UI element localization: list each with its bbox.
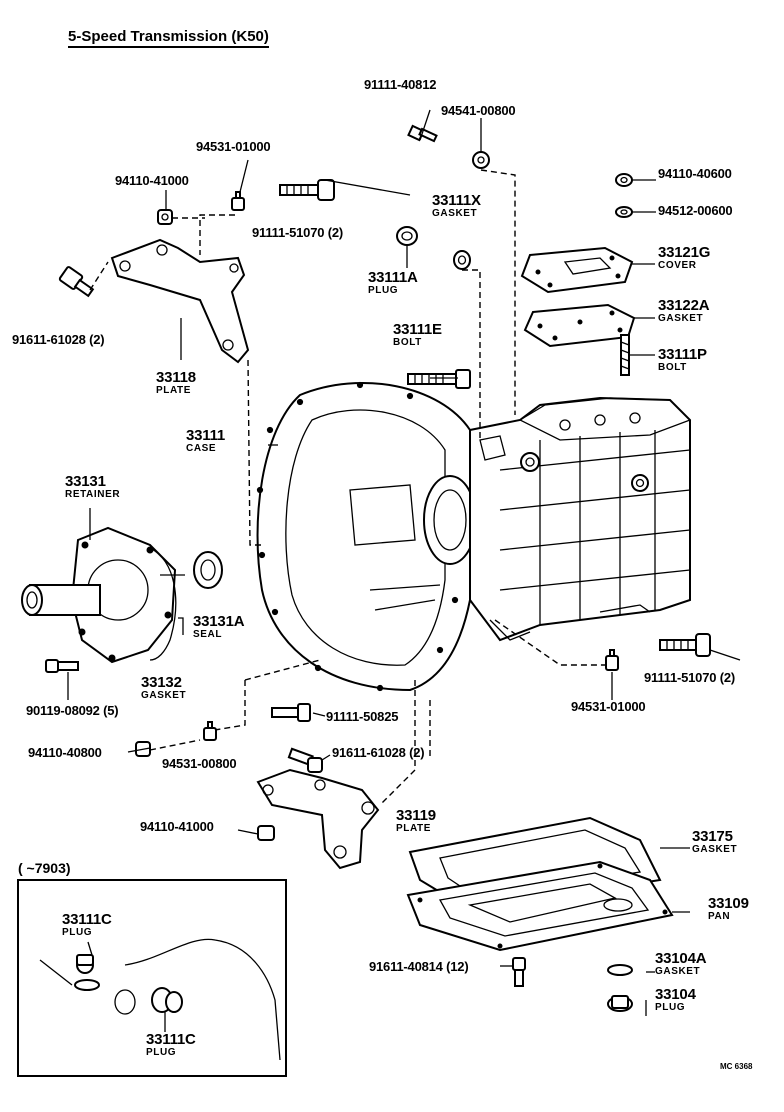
bolt-91611-40814-drawing [512,957,526,987]
part-label-91111-40812: 91111-40812 [364,77,437,92]
nut-94110-40600-drawing [615,173,633,187]
cover-33121g-drawing [520,246,634,294]
part-label-94110-41000-lower: 94110-41000 [140,819,214,834]
part-label-94110-41000-upper: 94110-41000 [115,173,189,188]
plate-33119-drawing [256,768,380,870]
plug-33111a-drawing [396,226,418,246]
seal-33131a-drawing [193,551,223,589]
pan-33109-drawing [406,860,674,952]
part-label-94531-01000-upper: 94531-01000 [196,139,271,154]
bolt-91611-61028-lower-drawing [287,747,323,773]
illustration-code: MC 6368 [720,1062,753,1071]
gasket-33122a-drawing [523,303,636,348]
gasket-33104a-drawing [607,964,633,976]
diagram-title: 5-Speed Transmission (K50) [68,28,269,48]
inset-box-drawing [17,879,287,1077]
part-label-94541-00800: 94541-00800 [441,103,516,118]
nut-94110-41000-upper-drawing [157,209,173,225]
part-label-94110-40600: 94110-40600 [658,166,732,181]
bolt-91111-51070-upper-drawing [279,179,335,201]
part-label-94110-40800: 94110-40800 [28,745,102,760]
nut-94110-41000-lower-drawing [257,825,275,841]
inset-date-range-label: ( ~7903) [18,860,71,876]
washer-94541-00800-drawing [472,151,490,169]
part-label-94531-01000-lower: 94531-01000 [571,699,646,714]
gasket-33111x-drawing [453,250,471,270]
part-label-91111-51070-upper: 91111-51070 (2) [252,225,343,240]
bolt-33111p-drawing [620,334,630,376]
bolt-91111-51070-lower-drawing [659,633,711,657]
nut-94531-01000-lower-drawing [605,649,619,671]
part-label-94512-00600: 94512-00600 [658,203,733,218]
bolt-91111-50825-drawing [271,703,311,722]
part-label-91111-51070-lower: 91111-51070 (2) [644,670,735,685]
part-label-91611-40814: 91611-40814 (12) [369,959,469,974]
gasket-33132-drawing [149,547,177,661]
bolt-91611-61028-left-drawing [58,266,95,298]
bolt-90119-08092-drawing [45,659,79,673]
plug-33104-drawing [607,995,633,1012]
nut-94531-00800-drawing [203,721,217,741]
part-label-91611-61028-left: 91611-61028 (2) [12,332,105,347]
transmission-case-drawing [256,381,692,692]
washer-94512-00600-drawing [615,206,633,218]
part-label-90119-08092: 90119-08092 (5) [26,703,119,718]
leader-lines [67,109,741,1032]
bolt-33111e-drawing [407,369,471,389]
retainer-33131-drawing [21,526,177,664]
nut-94531-01000-upper-drawing [231,191,245,211]
bolt-91111-40812-drawing [407,124,438,143]
part-label-91611-61028-lower: 91611-61028 (2) [332,745,425,760]
plate-33118-drawing [110,238,250,364]
part-label-94531-00800: 94531-00800 [162,756,237,771]
part-label-91111-50825: 91111-50825 [326,709,399,724]
